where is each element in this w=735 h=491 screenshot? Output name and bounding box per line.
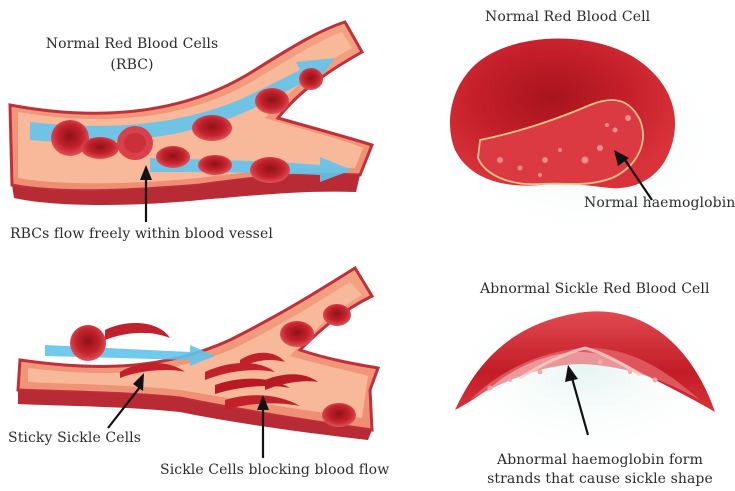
normal-cells-title-line1: Normal Red Blood Cells <box>32 36 232 52</box>
sticky-sickle-label: Sticky Sickle Cells <box>8 430 141 446</box>
abnormal-haemoglobin-line2: strands that cause sickle shape <box>480 471 720 487</box>
sickle-cell-title: Abnormal Sickle Red Blood Cell <box>480 281 710 297</box>
normal-cells-title-line2: (RBC) <box>32 57 232 73</box>
normal-haemoglobin-label: Normal haemoglobin <box>584 195 735 211</box>
normal-flow-caption: RBCs flow freely within blood vessel <box>10 226 273 242</box>
abnormal-haemoglobin-line1: Abnormal haemoglobin form <box>480 452 720 468</box>
normal-cell-title: Normal Red Blood Cell <box>485 9 650 25</box>
blocking-flow-label: Sickle Cells blocking blood flow <box>160 462 389 478</box>
